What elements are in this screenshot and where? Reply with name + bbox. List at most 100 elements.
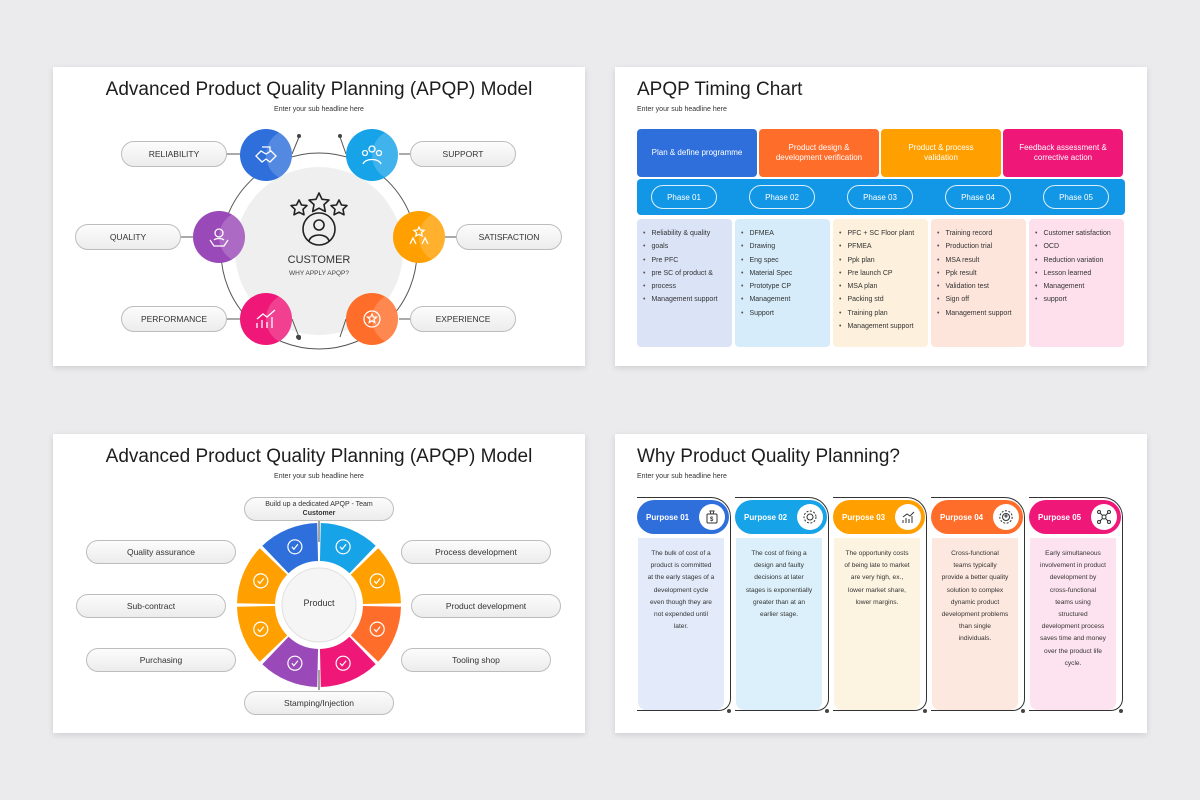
right-label-2: Product development [411, 594, 561, 618]
slide-why-quality-planning: Why Product Quality Planning? Enter your… [615, 434, 1147, 733]
list-item: Support [741, 307, 824, 320]
list-item: OCD [1035, 240, 1118, 253]
text-line: decisions at later [754, 574, 804, 582]
left-label-2: Sub-contract [76, 594, 226, 618]
list-item: MSA plan [839, 280, 922, 293]
segment-icon-mark [257, 578, 265, 585]
list-item: Material Spec [741, 267, 824, 280]
cart-icon [253, 621, 269, 637]
purpose-frame-4 [931, 497, 1025, 711]
segment-icon-mark [373, 626, 381, 633]
list-item: Training plan [839, 307, 922, 320]
svg-text:$: $ [710, 517, 714, 523]
text-line: teams using [1055, 598, 1091, 606]
reliability-circle [240, 129, 292, 181]
segment-icon-mark [291, 660, 299, 667]
purpose-header-1: Purpose 01 $ [637, 500, 729, 534]
slide-subtitle: Enter your sub headline here [637, 473, 727, 480]
support-label: SUPPORT [410, 141, 516, 167]
purpose-frame-3 [833, 497, 927, 711]
growth-chart-icon [256, 309, 276, 328]
slide-subtitle: Enter your sub headline here [274, 473, 364, 480]
segment-icon-mark [373, 578, 381, 585]
top-label-line1: Build up a dedicated APQP - Team [265, 501, 373, 508]
text-line: lower market share, [848, 586, 906, 594]
text-line: are very high, ex., [850, 574, 904, 582]
list-item: Drawing [741, 240, 824, 253]
list-item: Ppk result [937, 267, 1020, 280]
phase-pill-4: Phase 04 [945, 185, 1011, 209]
purpose-header-3: Purpose 03 [833, 500, 925, 534]
list-item: Prototype CP [741, 280, 824, 293]
top-label: Build up a dedicated APQP - Team Custome… [244, 497, 394, 521]
phase-pill-2: Phase 02 [749, 185, 815, 209]
list-item: Pre launch CP [839, 267, 922, 280]
center-title: CUSTOMER [287, 254, 351, 266]
purpose-label: Purpose 01 [646, 512, 690, 522]
list-item: Management support [643, 293, 726, 306]
experience-circle [346, 293, 398, 345]
gear-cycle-icon [797, 504, 823, 530]
list-item: Eng spec [741, 254, 824, 267]
connector-dot [297, 336, 301, 340]
gears-icon [369, 573, 385, 589]
slide-apqp-model-product: Advanced Product Quality Planning (APQP)… [53, 434, 585, 733]
phase-header-4: Feedback assessment & corrective action [1003, 129, 1123, 177]
slide-apqp-timing-chart: APQP Timing Chart Enter your sub headlin… [615, 67, 1147, 366]
left-label-3: Purchasing [86, 648, 236, 672]
purpose-body-2: The cost of fixing a design and faulty d… [736, 538, 822, 710]
list-item: PFC + SC Floor plant [839, 227, 922, 240]
list-item: Validation test [937, 280, 1020, 293]
purpose-header-4: Purpose 04 [931, 500, 1023, 534]
list-item: Training record [937, 227, 1020, 240]
center-label: Product [303, 598, 335, 608]
wheel-segment [262, 523, 319, 574]
list-item: Reduction variation [1035, 254, 1118, 267]
text-line: not expended until [654, 611, 708, 619]
connector-dot [1119, 709, 1123, 713]
list-item: Management support [839, 320, 922, 333]
phase-header-1: Plan & define programme [637, 129, 757, 177]
slide-title: APQP Timing Chart [637, 79, 803, 100]
box-gear-icon [335, 655, 351, 671]
list-item: goals [643, 240, 726, 253]
stars-hand-icon [409, 225, 429, 245]
purpose-label: Purpose 04 [940, 512, 984, 522]
wheel-segment [237, 548, 288, 605]
text-line: lower margins. [855, 598, 899, 606]
phase-body-2: DFMEA Drawing Eng spec Material Spec Pro… [735, 219, 830, 347]
connector-dot [727, 709, 731, 713]
text-line: development cycle [653, 586, 709, 594]
slide-subtitle: Enter your sub headline here [274, 106, 364, 113]
slide-title: Advanced Product Quality Planning (APQP)… [105, 79, 533, 100]
phase-body-3: PFC + SC Floor plant PFMEA Ppk plan Pre … [833, 219, 928, 347]
growth-icon [895, 504, 921, 530]
text-line: cycle. [1064, 659, 1082, 667]
list-item: Ppk plan [839, 254, 922, 267]
list-item: Customer satisfaction [1035, 227, 1118, 240]
reliability-label: RELIABILITY [121, 141, 227, 167]
list-item: Sign off [937, 293, 1020, 306]
clipboard-check-icon [369, 621, 385, 637]
text-line: The bulk of cost of a [651, 550, 711, 557]
phase-header-3: Product & process validation [881, 129, 1001, 177]
phase-body-1: Reliability & quality goals Pre PFC pre … [637, 219, 732, 347]
quality-label: QUALITY [75, 224, 181, 250]
network-icon [1091, 504, 1117, 530]
segment-icon-mark [339, 660, 347, 667]
product-wheel [237, 506, 401, 690]
text-line: later. [673, 623, 689, 631]
hand-coin-icon [209, 228, 229, 247]
phase-pill-5: Phase 05 [1043, 185, 1109, 209]
wheel-segment [319, 523, 376, 574]
text-line: saves time and money [1040, 635, 1106, 643]
performance-label: PERFORMANCE [121, 306, 227, 332]
connector-dot [825, 709, 829, 713]
connector-dot [1021, 709, 1025, 713]
team-gear-icon [993, 504, 1019, 530]
phase-header-2: Product design & development verificatio… [759, 129, 879, 177]
text-line: development problems [941, 611, 1009, 619]
text-line: product is committed [650, 562, 712, 570]
performance-circle [240, 293, 292, 345]
phase-body-4: Training record Production trial MSA res… [931, 219, 1026, 347]
